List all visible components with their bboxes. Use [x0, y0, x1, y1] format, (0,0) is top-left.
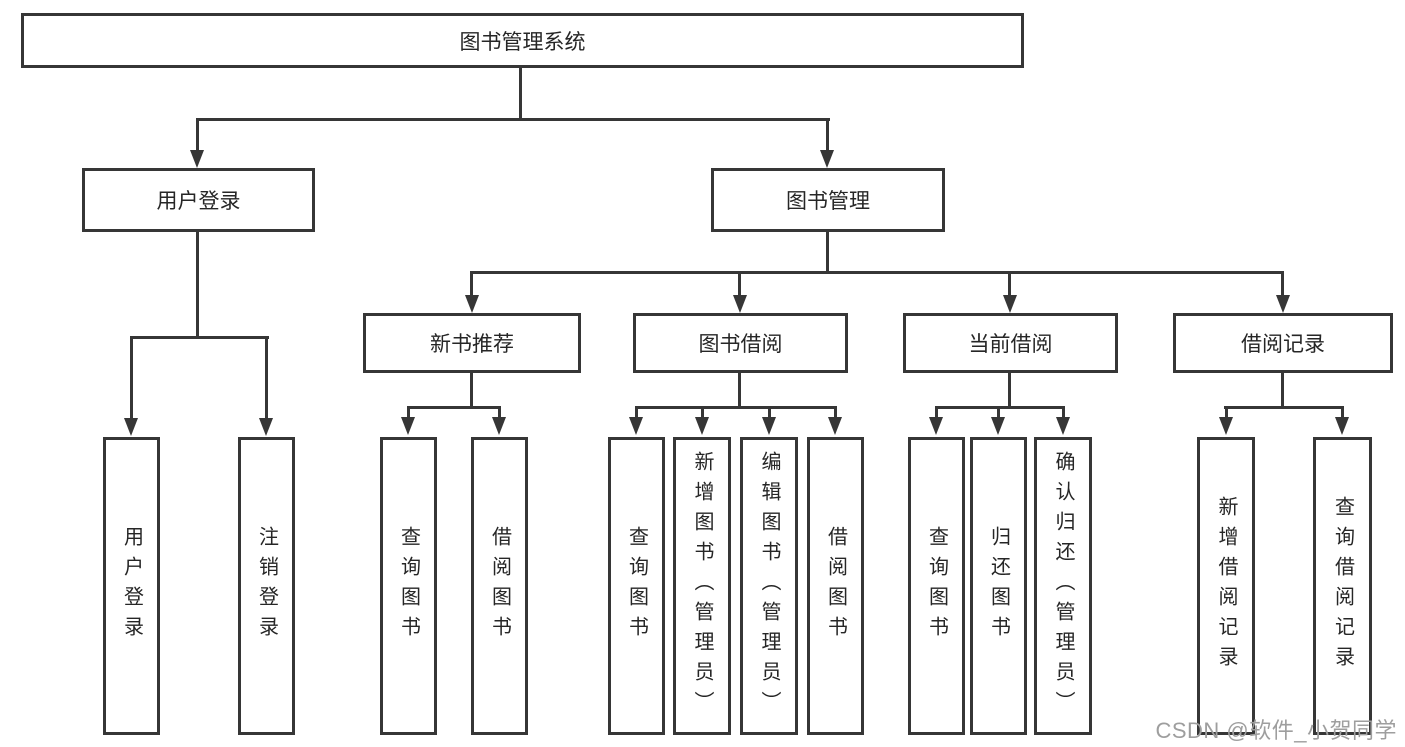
leaf-recommend-borrow-books: 借阅图书 [471, 437, 528, 735]
connector-leaf [498, 406, 501, 419]
leaf-current-query-books-label: 查询图书 [925, 526, 948, 646]
arrowhead-icon [1219, 417, 1233, 435]
connector-leaf [935, 406, 938, 419]
csdn-watermark: CSDN @软件_小贺同学 [1155, 718, 1397, 743]
arrowhead-icon [828, 417, 842, 435]
connector-leaf [1062, 406, 1065, 419]
connector-to-book-management [826, 118, 829, 152]
leaf-add-borrow-record: 新增借阅记录 [1197, 437, 1255, 735]
connector-book-management-stub [826, 232, 829, 274]
arrowhead-icon [695, 417, 709, 435]
node-book-borrowing: 图书借阅 [633, 313, 848, 373]
arrowhead-icon [492, 417, 506, 435]
leaf-user-login: 用户登录 [103, 437, 160, 735]
arrowhead-icon [820, 150, 834, 168]
arrowhead-icon [762, 417, 776, 435]
connector-recommend-stub [470, 373, 473, 409]
arrowhead-icon [1003, 295, 1017, 313]
node-borrowing-records-label: 借阅记录 [1241, 333, 1325, 356]
arrowhead-icon [629, 417, 643, 435]
connector-to-leaf-user-login [130, 336, 133, 420]
connector-to-book-borrowing [738, 271, 741, 297]
node-borrowing-records: 借阅记录 [1173, 313, 1393, 373]
connector-leaf [1341, 406, 1344, 419]
leaf-current-query-books: 查询图书 [908, 437, 965, 735]
connector-to-leaf-logout [265, 336, 268, 420]
arrowhead-icon [259, 418, 273, 436]
connector-leaf [701, 406, 704, 419]
connector-current-hline [935, 406, 1065, 409]
node-current-borrowing-label: 当前借阅 [968, 333, 1053, 356]
leaf-edit-books-admin: 编辑图书（管理员） [740, 437, 798, 735]
connector-user-login-hline [130, 336, 269, 339]
leaf-logout-label: 注销登录 [255, 526, 278, 646]
connector-to-user-login [196, 118, 199, 152]
arrowhead-icon [190, 150, 204, 168]
connector-leaf [407, 406, 410, 419]
node-book-management: 图书管理 [711, 168, 945, 232]
leaf-edit-books-admin-label: 编辑图书（管理员） [758, 451, 780, 721]
connector-current-stub [1008, 373, 1011, 409]
connector-records-stub [1281, 373, 1284, 409]
arrowhead-icon [1335, 417, 1349, 435]
connector-borrowing-hline [635, 406, 837, 409]
connector-leaf [1225, 406, 1228, 419]
connector-leaf [834, 406, 837, 419]
arrowhead-icon [1056, 417, 1070, 435]
connector-to-current-borrowing [1008, 271, 1011, 297]
leaf-confirm-return-admin-label: 确认归还（管理员） [1052, 451, 1074, 721]
leaf-recommend-query-books-label: 查询图书 [397, 526, 420, 646]
leaf-borrow-query-books: 查询图书 [608, 437, 665, 735]
connector-recommend-hline [407, 406, 501, 409]
connector-user-login-stub [196, 232, 199, 339]
leaf-query-borrow-record-label: 查询借阅记录 [1331, 496, 1354, 676]
node-user-login: 用户登录 [82, 168, 315, 232]
connector-to-new-book-recommend [470, 271, 473, 297]
leaf-recommend-borrow-books-label: 借阅图书 [488, 526, 511, 646]
leaf-logout: 注销登录 [238, 437, 295, 735]
connector-to-borrowing-records [1281, 271, 1284, 297]
connector-leaf [635, 406, 638, 419]
arrowhead-icon [991, 417, 1005, 435]
node-book-management-label: 图书管理 [786, 190, 870, 213]
leaf-borrow-query-books-label: 查询图书 [625, 526, 648, 646]
node-current-borrowing: 当前借阅 [903, 313, 1118, 373]
arrowhead-icon [733, 295, 747, 313]
arrowhead-icon [929, 417, 943, 435]
leaf-add-books-admin-label: 新增图书（管理员） [691, 451, 713, 721]
leaf-user-login-label: 用户登录 [120, 526, 143, 646]
leaf-return-books: 归还图书 [970, 437, 1027, 735]
connector-leaf [768, 406, 771, 419]
arrowhead-icon [124, 418, 138, 436]
node-root: 图书管理系统 [21, 13, 1024, 68]
node-root-label: 图书管理系统 [459, 30, 586, 54]
leaf-add-borrow-record-label: 新增借阅记录 [1215, 496, 1237, 676]
leaf-recommend-query-books: 查询图书 [380, 437, 437, 735]
leaf-query-borrow-record: 查询借阅记录 [1313, 437, 1372, 735]
leaf-add-books-admin: 新增图书（管理员） [673, 437, 731, 735]
connector-borrowing-stub [738, 373, 741, 409]
leaf-borrow-books-label: 借阅图书 [824, 526, 847, 646]
arrowhead-icon [465, 295, 479, 313]
node-user-login-label: 用户登录 [156, 190, 241, 213]
connector-root-hline [196, 118, 830, 121]
connector-leaf [997, 406, 1000, 419]
connector-book-management-hline [470, 271, 1284, 274]
connector-root-stub [519, 68, 522, 120]
arrowhead-icon [401, 417, 415, 435]
leaf-confirm-return-admin: 确认归还（管理员） [1034, 437, 1092, 735]
leaf-borrow-books: 借阅图书 [807, 437, 864, 735]
node-new-book-recommend-label: 新书推荐 [430, 333, 514, 356]
connector-records-hline [1224, 406, 1344, 409]
node-new-book-recommend: 新书推荐 [363, 313, 581, 373]
arrowhead-icon [1276, 295, 1290, 313]
node-book-borrowing-label: 图书借阅 [698, 333, 783, 356]
leaf-return-books-label: 归还图书 [987, 526, 1010, 646]
